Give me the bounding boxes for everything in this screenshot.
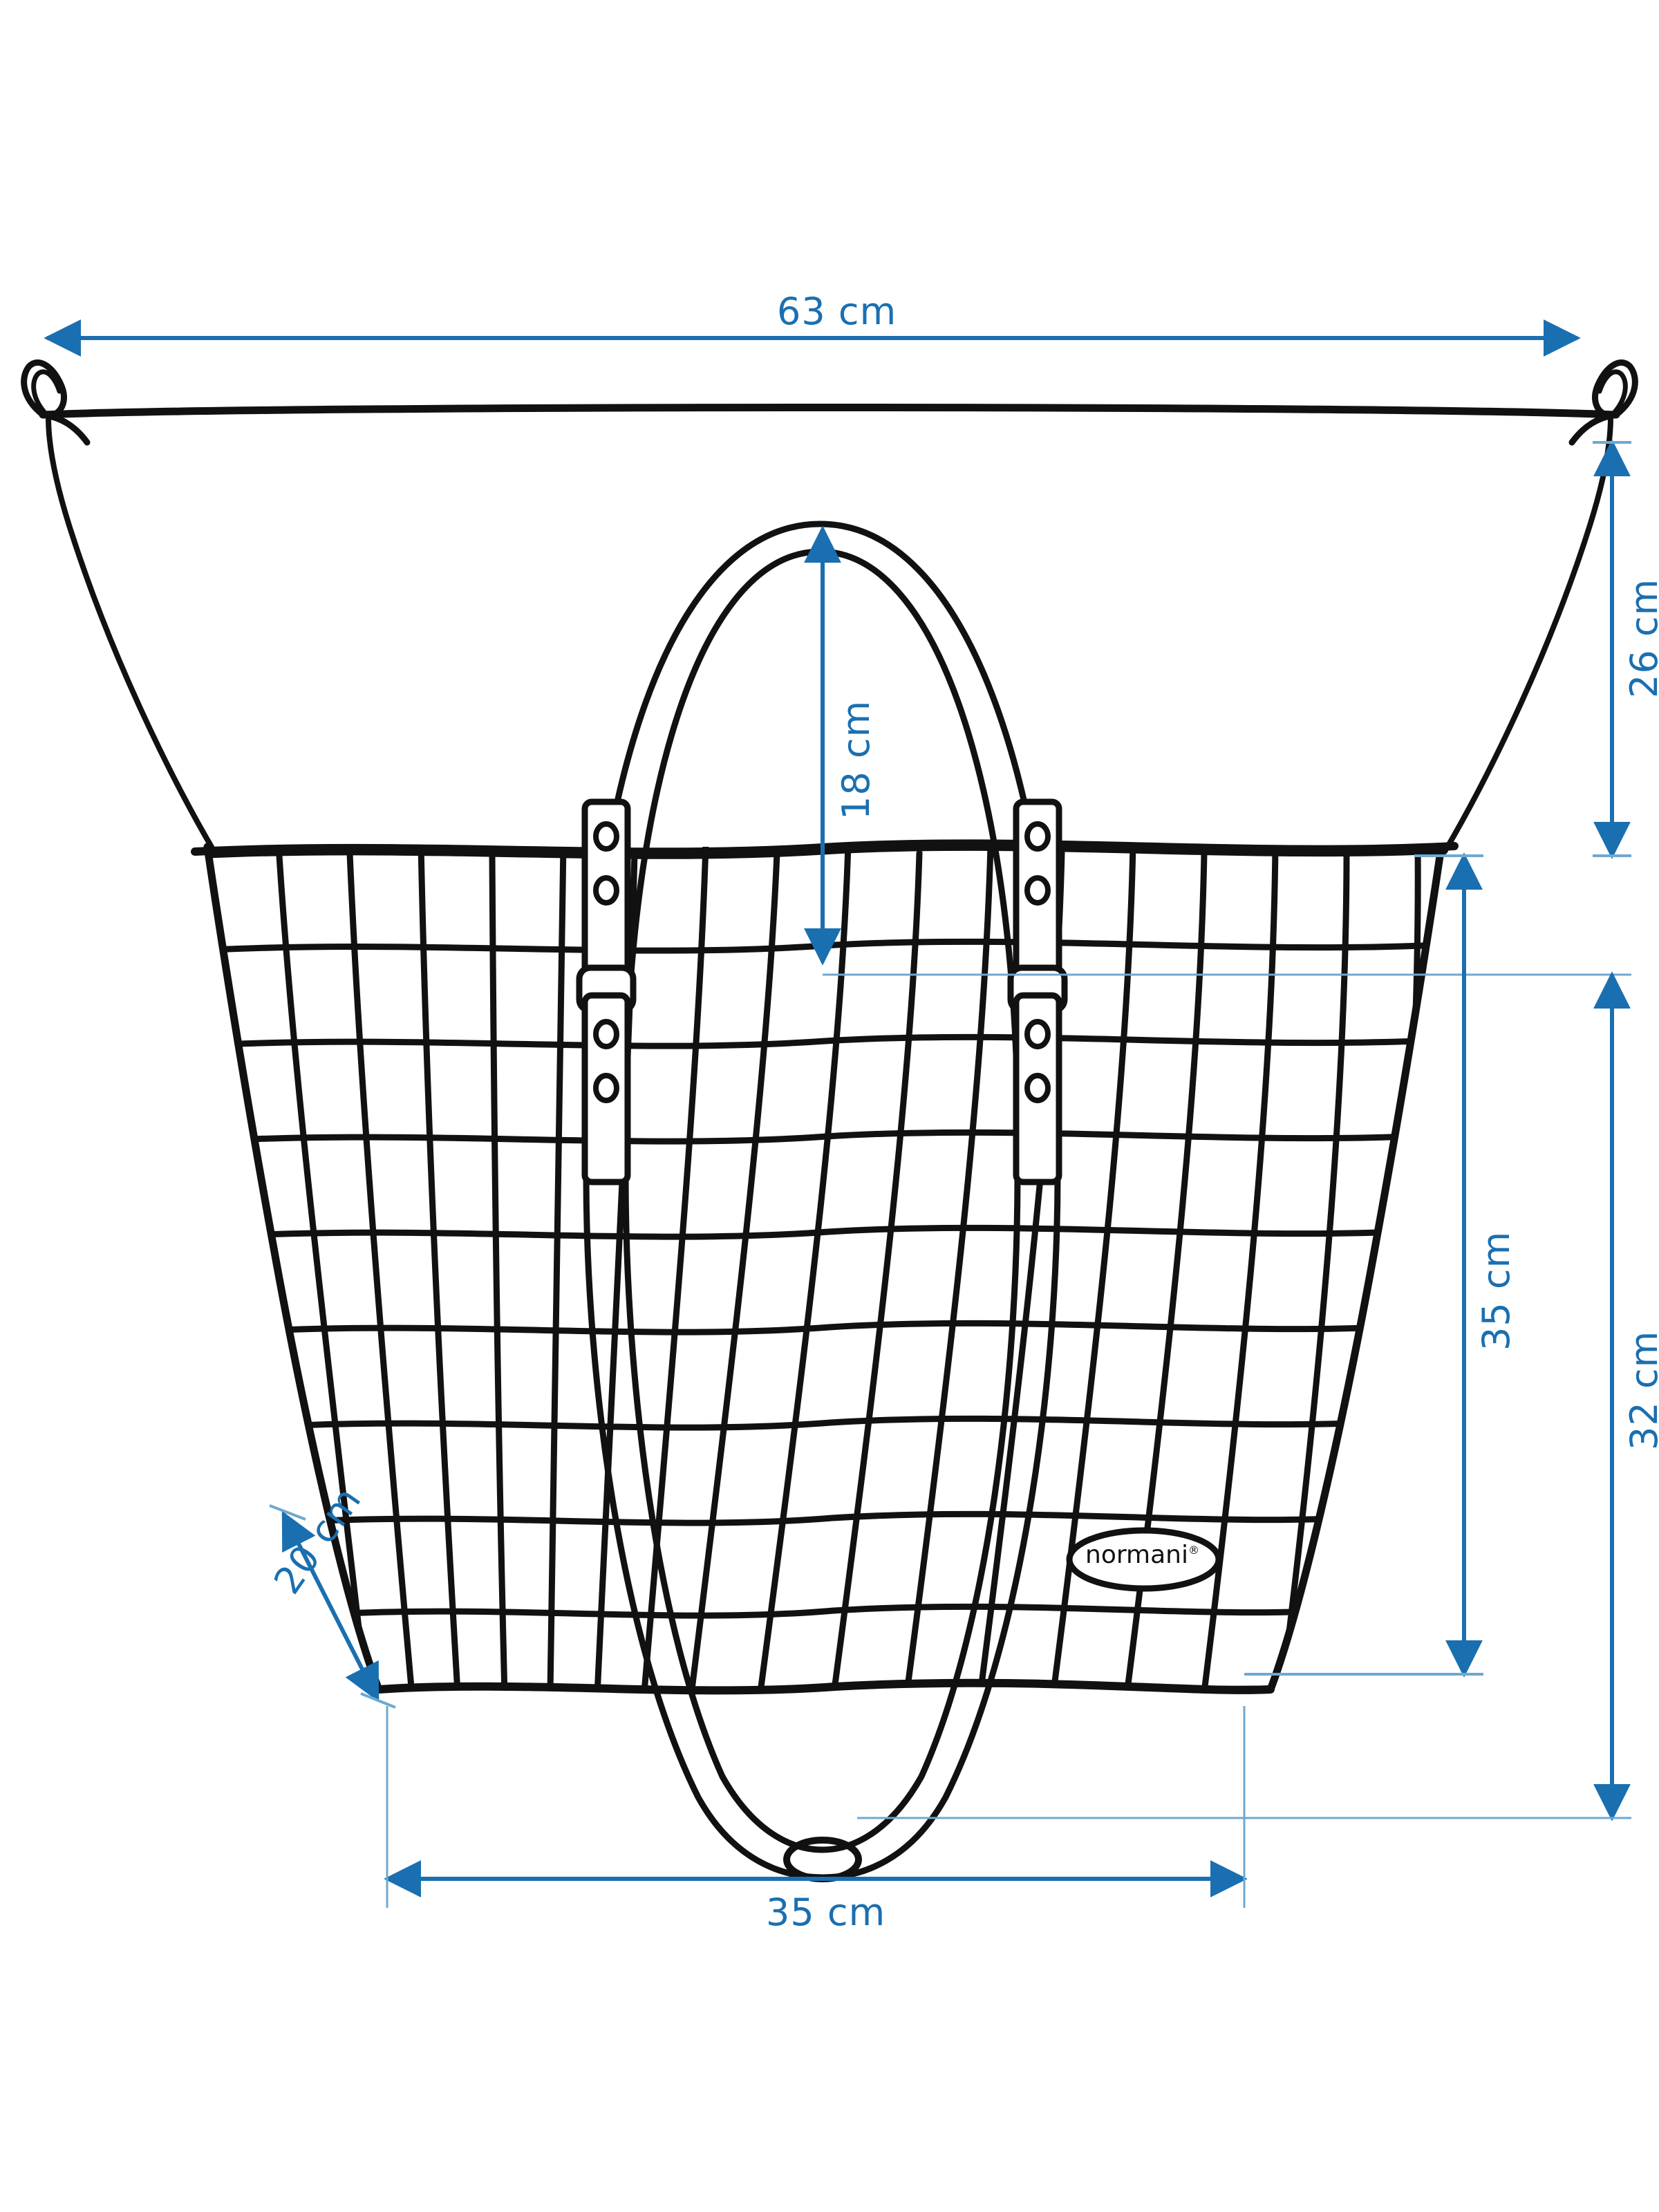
dimension-line-base-width <box>384 1706 1248 1908</box>
brand-name: normani <box>1085 1541 1188 1569</box>
brand-trademark-icon: ® <box>1188 1544 1199 1557</box>
dimension-line-flap-height <box>1593 439 1631 859</box>
dimension-label-base-width: 35 cm <box>766 1891 886 1934</box>
dimension-line-depth <box>269 1504 396 1709</box>
dimension-line-handle-drop <box>804 525 1631 976</box>
strap-right <box>1007 798 1068 1185</box>
dimension-label-total-height: 32 cm <box>1622 1330 1659 1450</box>
strap-left-rivets <box>593 821 619 1103</box>
bag-woven-body <box>191 839 1459 1695</box>
strap-right-rivets <box>1024 821 1051 1103</box>
bag-flap-outline <box>21 359 1638 854</box>
dimension-label-body-height: 35 cm <box>1474 1230 1518 1351</box>
strap-left <box>576 798 637 1185</box>
dimension-label-width-top: 63 cm <box>777 290 897 333</box>
dimension-label-flap-height: 26 cm <box>1622 578 1659 698</box>
brand-badge <box>1066 1527 1222 1592</box>
brand-wordmark: normani® <box>1085 1543 1210 1576</box>
dimension-line-body-height <box>1244 852 1483 1678</box>
dimension-label-handle-drop: 18 cm <box>834 700 878 820</box>
